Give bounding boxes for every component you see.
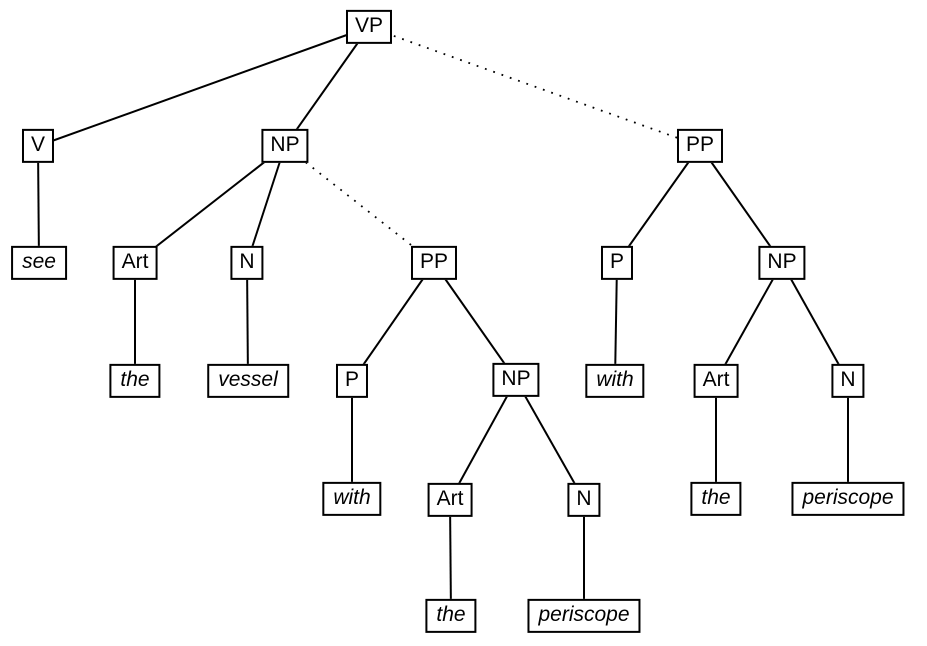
edge-pp-high-to-p-high (616, 145, 701, 264)
edge-np-low-to-art-low (449, 379, 517, 501)
edge-pp-low-to-np-low (433, 262, 517, 381)
edge-vp-to-np-obj (284, 26, 370, 147)
tree-node-pp-low: PP (410, 245, 458, 281)
edge-np-high-to-art-high (715, 262, 783, 382)
tree-node-np-object: NP (261, 128, 309, 164)
tree-word-periscope-low: periscope (527, 598, 641, 634)
edge-np-high-to-n-high (781, 262, 849, 382)
tree-word-with-high: with (585, 363, 645, 399)
tree-word-with-low: with (322, 481, 382, 517)
edge-np-obj-to-art-obj (134, 145, 286, 264)
tree-word-see: see (11, 245, 67, 281)
tree-word-vessel: vessel (207, 363, 289, 399)
edge-np-low-to-n-low (515, 379, 585, 501)
tree-word-the-high: the (690, 481, 742, 517)
tree-node-vp: VP (345, 9, 393, 45)
tree-node-art-high: Art (693, 363, 739, 399)
tree-word-the-low: the (425, 598, 477, 634)
edge-pp-low-to-p-low (351, 262, 435, 382)
tree-node-n-high: N (831, 363, 865, 399)
tree-node-v: V (21, 128, 55, 164)
edge-v-to-see (37, 145, 40, 264)
tree-node-art-low: Art (427, 482, 473, 518)
tree-word-the-object: the (109, 363, 161, 399)
tree-node-art-object: Art (112, 245, 158, 281)
edge-pp-high-to-np-high (699, 145, 783, 264)
tree-node-n-object: N (230, 245, 264, 281)
tree-node-np-low: NP (492, 362, 540, 398)
tree-node-n-low: N (567, 482, 601, 518)
tree-word-periscope-high: periscope (791, 481, 905, 517)
tree-node-np-high: NP (758, 245, 806, 281)
edge-n-obj-to-vessel (246, 262, 249, 382)
edge-np-obj-to-n-obj (246, 145, 286, 264)
edge-vp-to-pp-high-dotted (368, 26, 701, 147)
tree-node-pp-high: PP (676, 128, 724, 164)
edge-vp-to-v (37, 26, 370, 147)
tree-node-p-high: P (600, 245, 634, 281)
edge-art-low-to-the-low (449, 499, 452, 617)
edge-p-high-to-with-high (614, 262, 618, 382)
tree-node-p-low: P (335, 363, 369, 399)
